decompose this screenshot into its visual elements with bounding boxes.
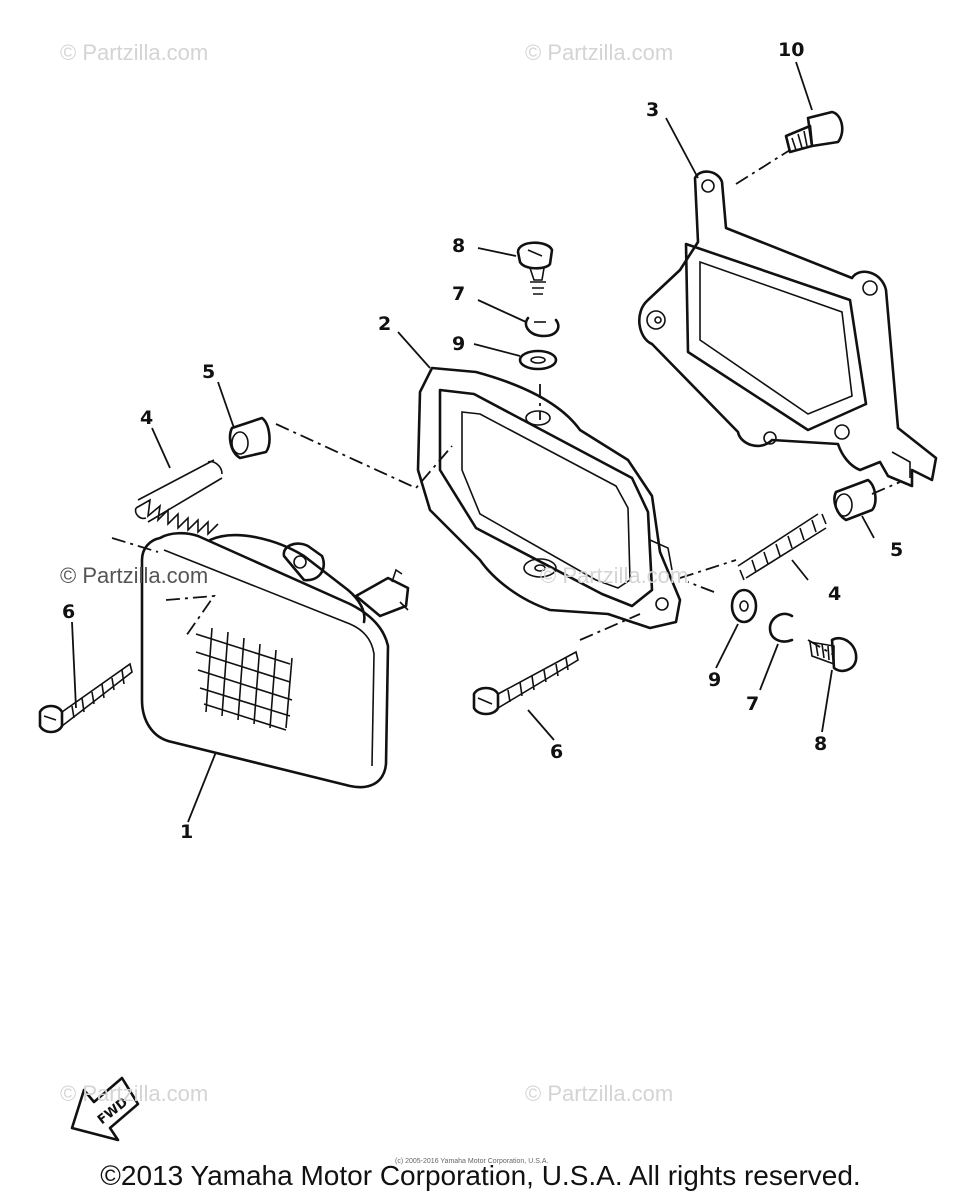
callout-washer-right: 9 [708,669,721,691]
adjusting-spring-right [737,513,827,581]
alignment-lines [111,149,901,655]
callout-knob-top: 8 [452,235,465,257]
watermark-bottom-center: © Partzilla.com [525,1081,674,1106]
callout-headlight-bracket: 3 [646,99,659,121]
circlip-right [768,612,794,643]
washer-top [518,349,558,371]
callout-circlip-right: 7 [746,693,759,715]
watermark-top-center: © Partzilla.com [525,40,674,65]
callout-nut-left: 5 [202,361,215,383]
leader-lines [71,61,875,823]
callout-bolt: 10 [778,39,804,61]
screw-left [38,662,133,734]
adjusting-nut-right [833,478,877,522]
callout-circlip-top: 7 [452,283,465,305]
watermark-top-left: © Partzilla.com [60,40,209,65]
knob-right [809,637,858,673]
watermark-middle-center: © Partzilla.com [540,563,689,588]
watermark-middle-left: © Partzilla.com [60,563,209,588]
headlight-unit [140,531,410,789]
watermark-bottom-left: © Partzilla.com [60,1081,209,1106]
callout-nut-right: 5 [890,539,903,561]
callout-screw-left: 6 [62,601,75,623]
washer-right [730,588,758,624]
callout-washer-top: 9 [452,333,465,355]
knob-top [516,241,554,295]
small-copyright-text: (c) 2005-2016 Yamaha Motor Corporation, … [395,1158,549,1165]
headlight-frame [416,366,682,630]
screw-right [472,650,579,716]
copyright-text: ©2013 Yamaha Motor Corporation, U.S.A. A… [100,1160,861,1191]
callout-knob-right: 8 [814,733,827,755]
callout-screw-right: 6 [550,741,563,763]
adjusting-nut-left [228,416,271,460]
headlight-bracket [638,170,938,488]
callout-spring-left: 4 [140,407,153,429]
callout-headlight-frame: 2 [378,313,391,335]
adjusting-spring-left [134,459,223,536]
callout-spring-right: 4 [828,583,841,605]
circlip-top [524,316,560,338]
bolt-part [784,110,844,154]
callout-headlight-unit: 1 [180,821,193,843]
